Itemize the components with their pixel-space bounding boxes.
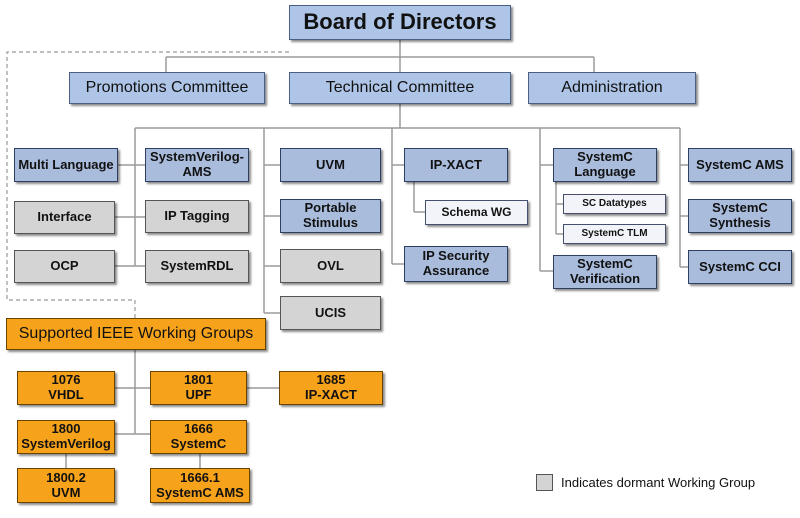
ieee-1685-ip-xact-box: 1685 IP-XACT bbox=[279, 371, 383, 405]
ip-security-assurance-box: IP Security Assurance bbox=[404, 246, 508, 282]
schema-wg-label: Schema WG bbox=[441, 204, 512, 219]
ip-tagging-box: IP Tagging bbox=[145, 200, 249, 233]
ovl-box: OVL bbox=[280, 249, 381, 283]
uvm-box: UVM bbox=[280, 148, 381, 182]
ocp-label: OCP bbox=[50, 258, 79, 274]
ucis-label: UCIS bbox=[314, 304, 347, 320]
ieee-1666-1-systemc-ams-label: 1666.1 SystemC AMS bbox=[156, 469, 244, 500]
sc-datatypes-label: SC Datatypes bbox=[582, 198, 647, 210]
ieee-1800-systemverilog-label: 1800 SystemVerilog bbox=[21, 421, 111, 451]
ieee-1685-ip-xact-label: 1685 IP-XACT bbox=[305, 372, 357, 402]
uvm-label: UVM bbox=[316, 156, 345, 172]
ieee-1076-vhdl-box: 1076 VHDL bbox=[17, 371, 115, 405]
ieee-1076-vhdl-label: 1076 VHDL bbox=[48, 372, 84, 402]
ieee-1666-systemc-box: 1666 SystemC bbox=[150, 420, 247, 454]
ieee-1800-2-uvm-box: 1800.2 UVM bbox=[17, 468, 115, 503]
ovl-label: OVL bbox=[317, 257, 344, 273]
ocp-box: OCP bbox=[14, 250, 115, 283]
multi-language-box: Multi Language bbox=[14, 148, 118, 182]
sc-datatypes-box: SC Datatypes bbox=[563, 194, 666, 214]
ip-xact-label: IP-XACT bbox=[430, 156, 482, 172]
promotions-committee-box: Promotions Committee bbox=[69, 72, 265, 104]
legend: Indicates dormant Working Group bbox=[536, 472, 755, 492]
systemrdl-label: SystemRDL bbox=[160, 258, 234, 274]
ieee-working-groups-label: Supported IEEE Working Groups bbox=[18, 325, 254, 343]
portable-stimulus-label: Portable Stimulus bbox=[303, 200, 358, 230]
systemrdl-box: SystemRDL bbox=[145, 250, 249, 283]
systemc-verification-label: SystemC Verification bbox=[569, 256, 641, 286]
technical-committee-box: Technical Committee bbox=[289, 72, 511, 104]
systemc-tlm-box: SystemC TLM bbox=[563, 224, 666, 244]
interface-box: Interface bbox=[14, 201, 115, 234]
systemverilog-ams-box: SystemVerilog- AMS bbox=[145, 148, 249, 182]
board-of-directors-label: Board of Directors bbox=[303, 9, 497, 35]
ieee-1800-systemverilog-box: 1800 SystemVerilog bbox=[17, 420, 115, 454]
ieee-1666-systemc-label: 1666 SystemC bbox=[170, 421, 227, 451]
administration-label: Administration bbox=[561, 79, 663, 97]
legend-label: Indicates dormant Working Group bbox=[561, 474, 756, 490]
portable-stimulus-box: Portable Stimulus bbox=[280, 199, 381, 233]
board-of-directors-box: Board of Directors bbox=[289, 5, 511, 40]
interface-label: Interface bbox=[37, 209, 92, 225]
ieee-working-groups-box: Supported IEEE Working Groups bbox=[6, 318, 266, 350]
systemc-tlm-label: SystemC TLM bbox=[581, 228, 648, 240]
systemc-language-box: SystemC Language bbox=[553, 148, 657, 182]
systemc-language-label: SystemC Language bbox=[574, 149, 636, 179]
promotions-committee-label: Promotions Committee bbox=[85, 79, 249, 97]
ip-xact-box: IP-XACT bbox=[404, 148, 508, 182]
ieee-1801-upf-box: 1801 UPF bbox=[150, 371, 247, 405]
dormant-legend-swatch bbox=[536, 473, 553, 491]
systemc-ams-label: SystemC AMS bbox=[696, 156, 784, 172]
systemverilog-ams-label: SystemVerilog- AMS bbox=[150, 149, 244, 179]
systemc-synthesis-label: SystemC Synthesis bbox=[709, 200, 771, 230]
schema-wg-box: Schema WG bbox=[425, 200, 528, 225]
systemc-cci-label: SystemC CCI bbox=[699, 258, 781, 274]
systemc-synthesis-box: SystemC Synthesis bbox=[688, 199, 792, 233]
ucis-box: UCIS bbox=[280, 296, 381, 330]
ieee-1666-1-systemc-ams-box: 1666.1 SystemC AMS bbox=[150, 468, 250, 503]
ieee-1801-upf-label: 1801 UPF bbox=[184, 372, 213, 402]
systemc-ams-box: SystemC AMS bbox=[688, 148, 792, 182]
multi-language-label: Multi Language bbox=[18, 156, 114, 172]
technical-committee-label: Technical Committee bbox=[325, 79, 475, 97]
systemc-cci-box: SystemC CCI bbox=[688, 250, 792, 284]
ip-security-assurance-label: IP Security Assurance bbox=[422, 248, 490, 278]
systemc-verification-box: SystemC Verification bbox=[553, 255, 657, 289]
ieee-1800-2-uvm-label: 1800.2 UVM bbox=[46, 469, 86, 500]
ip-tagging-label: IP Tagging bbox=[164, 208, 230, 224]
administration-box: Administration bbox=[528, 72, 696, 104]
